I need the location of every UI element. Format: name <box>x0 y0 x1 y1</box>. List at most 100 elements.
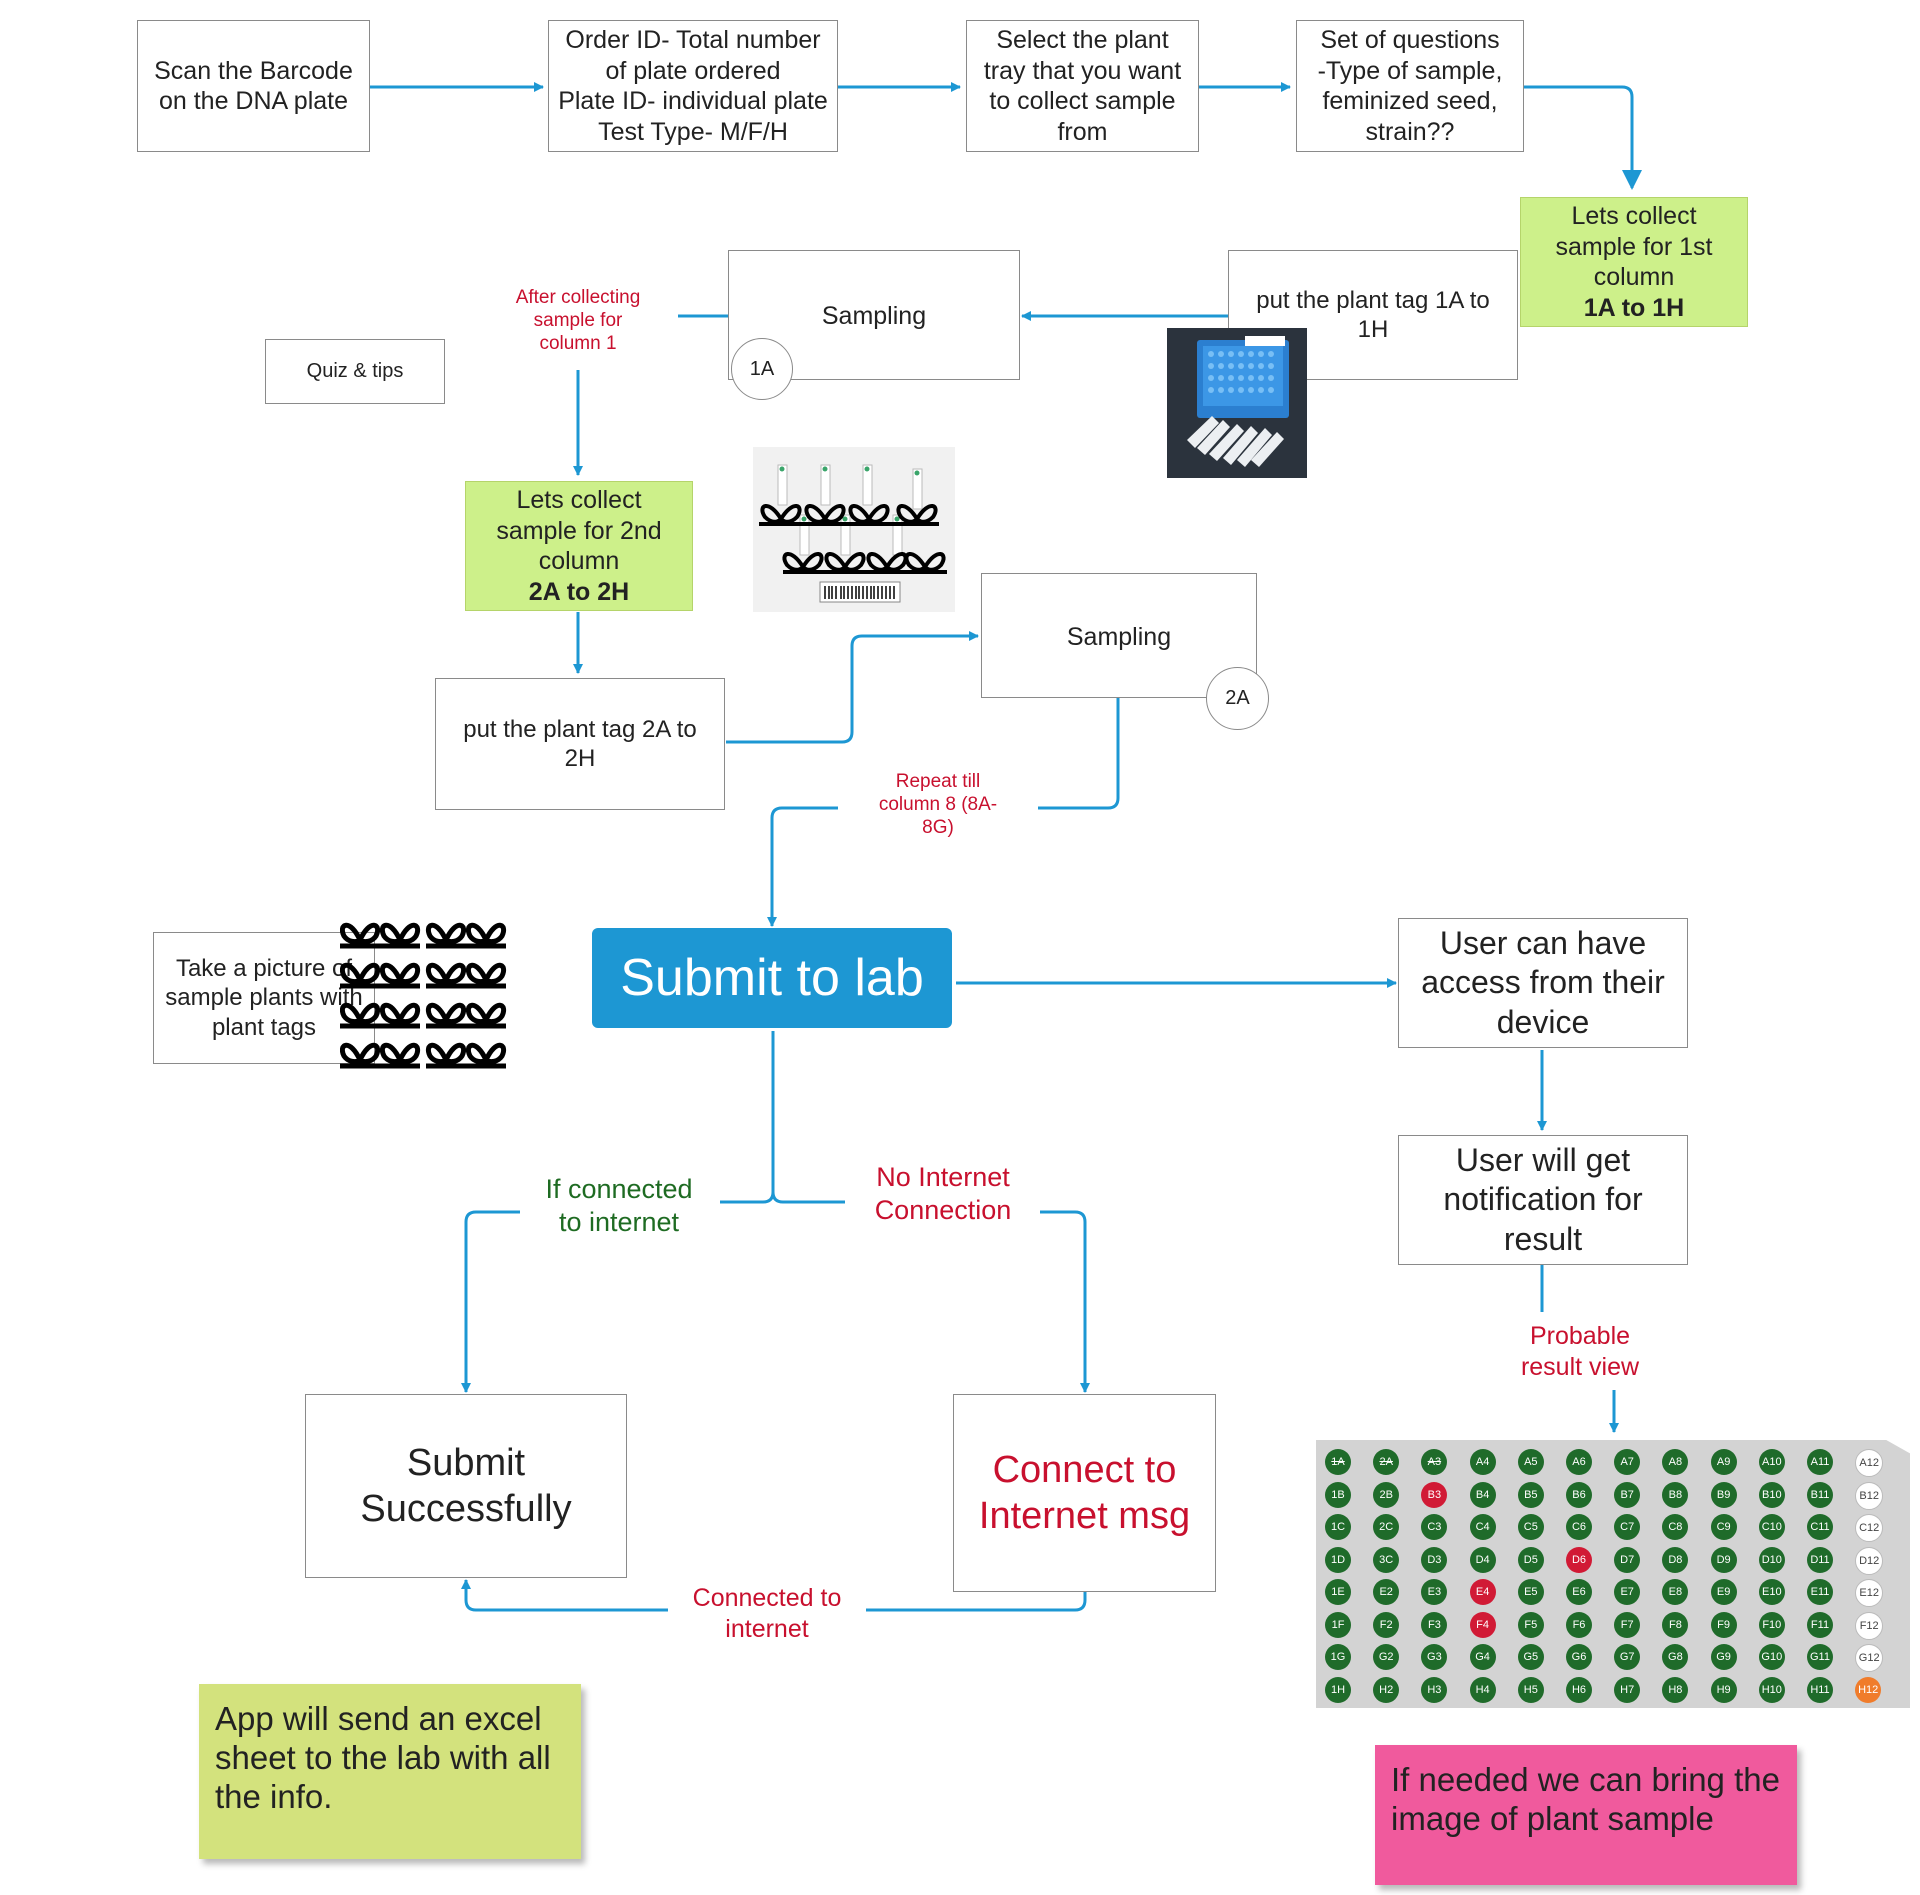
plate-well: A3 <box>1421 1449 1448 1475</box>
plate-well: F4 <box>1469 1611 1496 1638</box>
repeat-till-label: Repeat till column 8 (8A- 8G) <box>862 770 1014 840</box>
plate-well: E4 <box>1469 1579 1496 1605</box>
plate-well: E12 <box>1855 1579 1884 1607</box>
plate-well: H9 <box>1710 1676 1737 1703</box>
plate-well: H3 <box>1421 1676 1448 1703</box>
plate-well: A11 <box>1807 1449 1833 1475</box>
after-collecting-label: After collecting sample for column 1 <box>498 286 658 356</box>
plate-well: G6 <box>1566 1644 1592 1670</box>
plant-tags-illustration <box>753 447 955 612</box>
plate-well: D8 <box>1662 1546 1689 1573</box>
plate-well: B8 <box>1662 1481 1689 1508</box>
plate-well: D10 <box>1758 1546 1785 1573</box>
plate-well: A7 <box>1614 1449 1641 1475</box>
step-collect-first-column: Lets collect sample for 1st column 1A to… <box>1520 197 1748 327</box>
plate-well: A6 <box>1566 1449 1592 1475</box>
sampling-2-badge: 2A <box>1206 667 1269 730</box>
plate-well: 2A <box>1373 1449 1400 1475</box>
plate-well: E10 <box>1758 1579 1785 1605</box>
plate-well: E6 <box>1566 1579 1592 1605</box>
plate-well: C6 <box>1566 1514 1592 1540</box>
plate-well: 3C <box>1373 1546 1400 1573</box>
plate-well: D11 <box>1807 1546 1833 1573</box>
arrow-connected-to-success <box>866 1592 1087 1612</box>
plate-well: A8 <box>1662 1449 1689 1475</box>
plate-well: E11 <box>1807 1579 1833 1605</box>
plate-well: F6 <box>1566 1611 1592 1638</box>
plate-well: H11 <box>1807 1676 1833 1703</box>
plate-well: B4 <box>1469 1481 1496 1508</box>
plate-well: H2 <box>1373 1676 1400 1703</box>
plate-well: D4 <box>1469 1546 1496 1573</box>
collect-second-range: 2A to 2H <box>528 577 630 606</box>
plate-well: B9 <box>1710 1481 1737 1508</box>
plate-well: H10 <box>1758 1676 1785 1703</box>
plate-well: 1H <box>1325 1676 1351 1703</box>
plate-well: E9 <box>1710 1579 1737 1605</box>
line-sampling2-down <box>1038 698 1120 810</box>
if-connected-label: If connected to internet <box>520 1173 718 1239</box>
plate-well: D9 <box>1710 1546 1737 1573</box>
plate-well: G4 <box>1469 1644 1496 1670</box>
line-submit-to-no-internet <box>771 1191 845 1204</box>
plate-well: A4 <box>1469 1449 1496 1475</box>
excel-note: App will send an excel sheet to the lab … <box>199 1684 581 1859</box>
plate-well: A9 <box>1710 1449 1737 1475</box>
step-put-tag-2: put the plant tag 2A to 2H <box>435 678 725 810</box>
plate-well: 1E <box>1325 1579 1351 1605</box>
plate-well: F12 <box>1855 1611 1884 1640</box>
line-submit-down <box>720 1031 775 1204</box>
arrow-no-internet-to-connect <box>1040 1210 1090 1393</box>
plate-well: 1D <box>1325 1546 1351 1573</box>
plate-well: H6 <box>1566 1676 1592 1703</box>
plate-well: E3 <box>1421 1579 1448 1605</box>
plate-well: B3 <box>1421 1481 1448 1508</box>
plate-well: H7 <box>1614 1676 1641 1703</box>
collect-first-text: Lets collect sample for 1st column <box>1555 202 1713 291</box>
submit-to-lab-button[interactable]: Submit to lab <box>592 928 952 1028</box>
plate-well: 1C <box>1325 1514 1351 1540</box>
plate-well: G8 <box>1662 1644 1689 1670</box>
plate-well: 1F <box>1325 1611 1351 1638</box>
plate-well: B5 <box>1517 1481 1544 1508</box>
plate-well: E2 <box>1373 1579 1400 1605</box>
plate-well: F9 <box>1710 1611 1737 1638</box>
step-collect-second-column: Lets collect sample for 2nd column 2A to… <box>465 481 693 611</box>
plate-well: A10 <box>1758 1449 1785 1475</box>
step-submit-successfully: Submit Successfully <box>305 1394 627 1578</box>
plate-well: G7 <box>1614 1644 1641 1670</box>
step-user-notification: User will get notification for result <box>1398 1135 1688 1265</box>
plate-well: B6 <box>1566 1481 1592 1508</box>
plate-well: D5 <box>1517 1546 1544 1573</box>
arrow-connected-back <box>461 1579 668 1612</box>
plate-well: E7 <box>1614 1579 1641 1605</box>
plate-well: E8 <box>1662 1579 1689 1605</box>
plant-grid-icon <box>340 912 508 1070</box>
sampling-1-badge: 1A <box>731 338 793 400</box>
plate-well: D12 <box>1855 1546 1884 1575</box>
arrow-tag2-to-sampling2 <box>726 631 979 744</box>
plate-well: G9 <box>1710 1644 1737 1670</box>
plate-well: C9 <box>1710 1514 1737 1540</box>
step-select-tray: Select the plant tray that you want to c… <box>966 20 1199 152</box>
plate-well: B10 <box>1758 1481 1785 1508</box>
step-take-picture: Take a picture of sample plants with pla… <box>153 932 375 1064</box>
plate-well: F11 <box>1807 1611 1833 1638</box>
plate-well: C5 <box>1517 1514 1544 1540</box>
plate-well: C10 <box>1758 1514 1785 1540</box>
plate-well: D3 <box>1421 1546 1448 1573</box>
plant-tag-photo <box>1167 328 1307 478</box>
plate-well: C4 <box>1469 1514 1496 1540</box>
plate-well: F7 <box>1614 1611 1641 1638</box>
step-connect-internet-msg: Connect to Internet msg <box>953 1394 1216 1592</box>
connected-to-internet-label: Connected to internet <box>670 1583 864 1644</box>
plate-well: 1A <box>1325 1449 1351 1475</box>
step-scan-barcode: Scan the Barcode on the DNA plate <box>137 20 370 152</box>
plate-well: 1G <box>1325 1644 1351 1670</box>
plate-well: F8 <box>1662 1611 1689 1638</box>
plate-well: C8 <box>1662 1514 1689 1540</box>
plate-well: H5 <box>1517 1676 1544 1703</box>
arrow-questions-to-collect1 <box>1522 85 1642 190</box>
plate-well: H12 <box>1855 1676 1882 1703</box>
